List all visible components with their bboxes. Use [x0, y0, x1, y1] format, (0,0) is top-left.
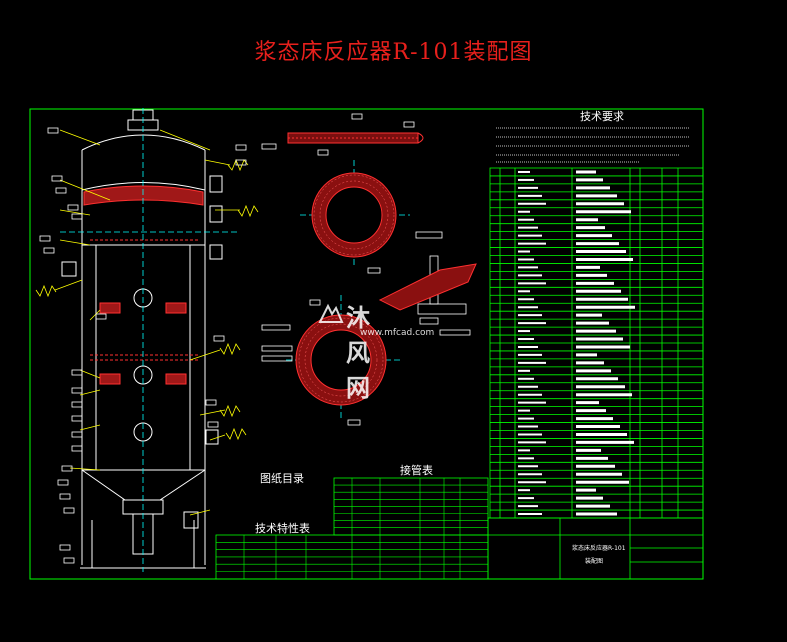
reactor-vessel: [61, 109, 223, 569]
bottom-table-grid: [216, 478, 488, 579]
watermark-brand: 沐风网: [346, 304, 372, 402]
detail-ring-upper: [311, 172, 397, 258]
tech-requirements-title: 技术要求: [580, 110, 624, 123]
title-block-name-1: 浆态床反应器R-101: [572, 545, 626, 552]
tech-requirements-text: [496, 127, 690, 163]
drawing-title: 浆态床反应器R-101装配图: [254, 40, 533, 65]
vessel-red-lines: [90, 239, 200, 361]
watermark-logo-icon: [318, 303, 344, 323]
title-block-name-2: 装配图: [585, 558, 604, 565]
detail-top-labels: [261, 113, 415, 156]
drawing-list-title: 图纸目录: [260, 472, 304, 485]
nozzle-table-title: 接管表: [400, 464, 433, 477]
detail-coil-top: [287, 132, 424, 144]
detail-nozzle-hatch: [378, 263, 477, 311]
watermark-url: www.mfcad.com: [360, 328, 435, 338]
detail-ring-lower: [295, 314, 387, 406]
parts-list-grid: [489, 167, 704, 519]
tech-spec-title: 技术特性表: [255, 522, 310, 535]
part-callouts: [39, 127, 247, 564]
vessel-hatch: [83, 185, 204, 385]
detail-labels: [261, 231, 443, 426]
leader-lines: [35, 129, 259, 516]
